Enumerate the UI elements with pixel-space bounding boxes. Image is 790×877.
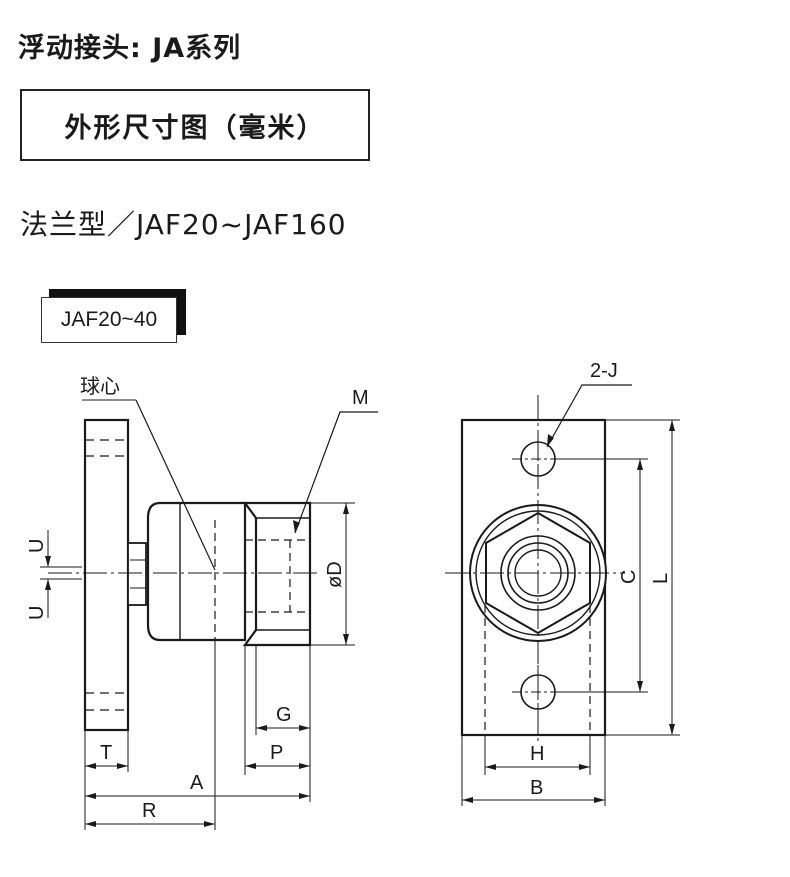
P-dimension [245,763,310,769]
G-dimension [256,725,310,731]
B-dimension [461,735,606,806]
hole-2J-leader [546,384,632,448]
hex-nut [242,501,312,647]
model-tag: JAF20~40 [41,297,177,343]
phiD-dimension [310,502,355,646]
flange-plate [83,418,130,732]
T-label: T [100,742,112,764]
R-dimension [85,821,215,827]
ball-center-leader [135,399,216,571]
C-label: C [618,570,640,584]
R-label: R [142,800,156,822]
M-label: M [352,387,369,409]
H-dimension [484,735,591,775]
U-top-label: U [26,539,48,553]
front-view [445,384,680,806]
G-label: G [276,704,292,726]
B-label: B [530,777,543,799]
dimension-box-label: 外形尺寸图（毫米） [64,112,326,144]
hole-2J-label: 2-J [590,360,618,382]
flange-type-subtitle: 法兰型／JAF20~JAF160 [20,208,347,241]
dimension-box: 外形尺寸图（毫米） [20,89,370,161]
socket-body [146,501,247,642]
A-dimension [85,793,310,799]
internal-thread-hidden-lines [214,520,310,640]
thread-M-leader [294,411,378,534]
T-dimension [85,763,128,769]
phiD-label: øD [324,561,346,588]
model-tag-label: JAF20~40 [60,308,158,331]
flange-hole-hidden-lines [85,439,128,711]
U-dimension [40,530,82,618]
series-title: 浮动接头: JA系列 [18,33,242,64]
L-dimension [605,419,680,736]
side-view [40,399,378,830]
neck-stud [127,542,147,606]
U-bottom-label: U [26,606,48,620]
H-label: H [530,743,544,765]
L-label: L [650,573,672,584]
P-label: P [270,742,283,764]
C-dimension [555,458,648,693]
ball-center-label: 球心 [80,375,120,398]
A-label: A [190,772,204,794]
